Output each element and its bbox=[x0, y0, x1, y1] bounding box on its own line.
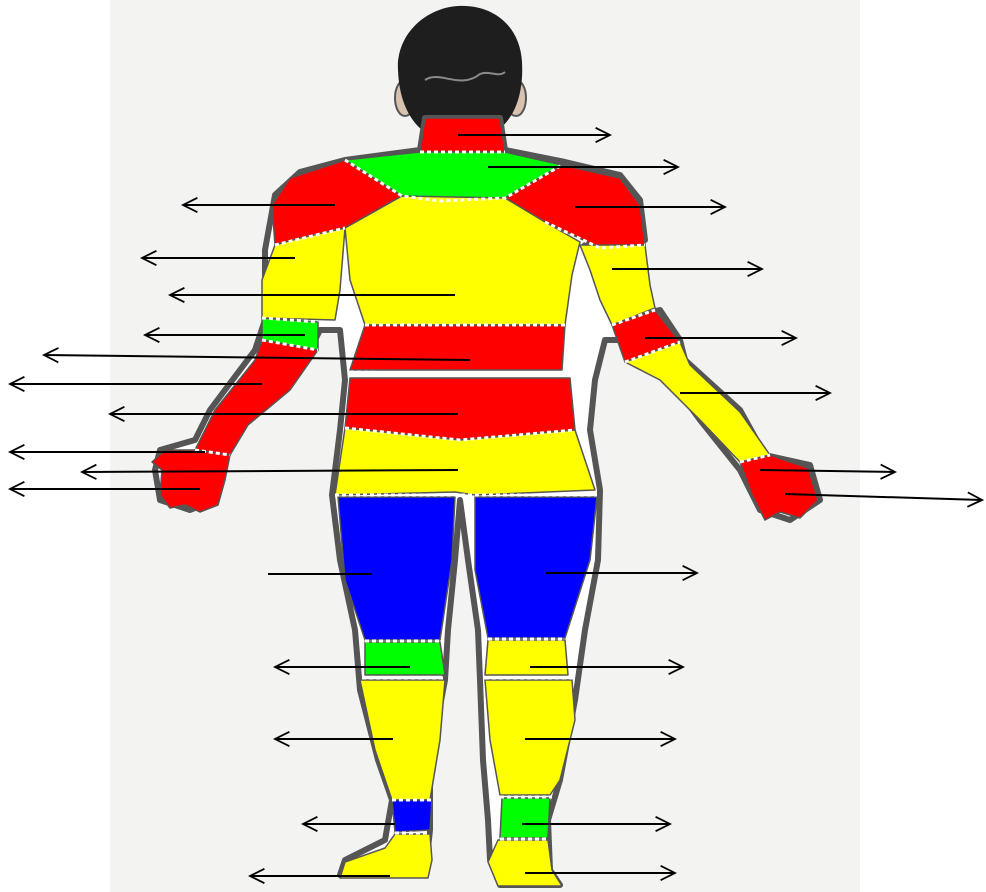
hair bbox=[398, 6, 522, 130]
region-left-ankle bbox=[392, 800, 432, 832]
region-waist-band-upper bbox=[350, 325, 565, 370]
region-right-knee bbox=[485, 640, 568, 675]
region-waist-band-lower bbox=[345, 378, 575, 440]
region-left-knee bbox=[365, 642, 445, 675]
region-right-ankle bbox=[500, 798, 550, 838]
